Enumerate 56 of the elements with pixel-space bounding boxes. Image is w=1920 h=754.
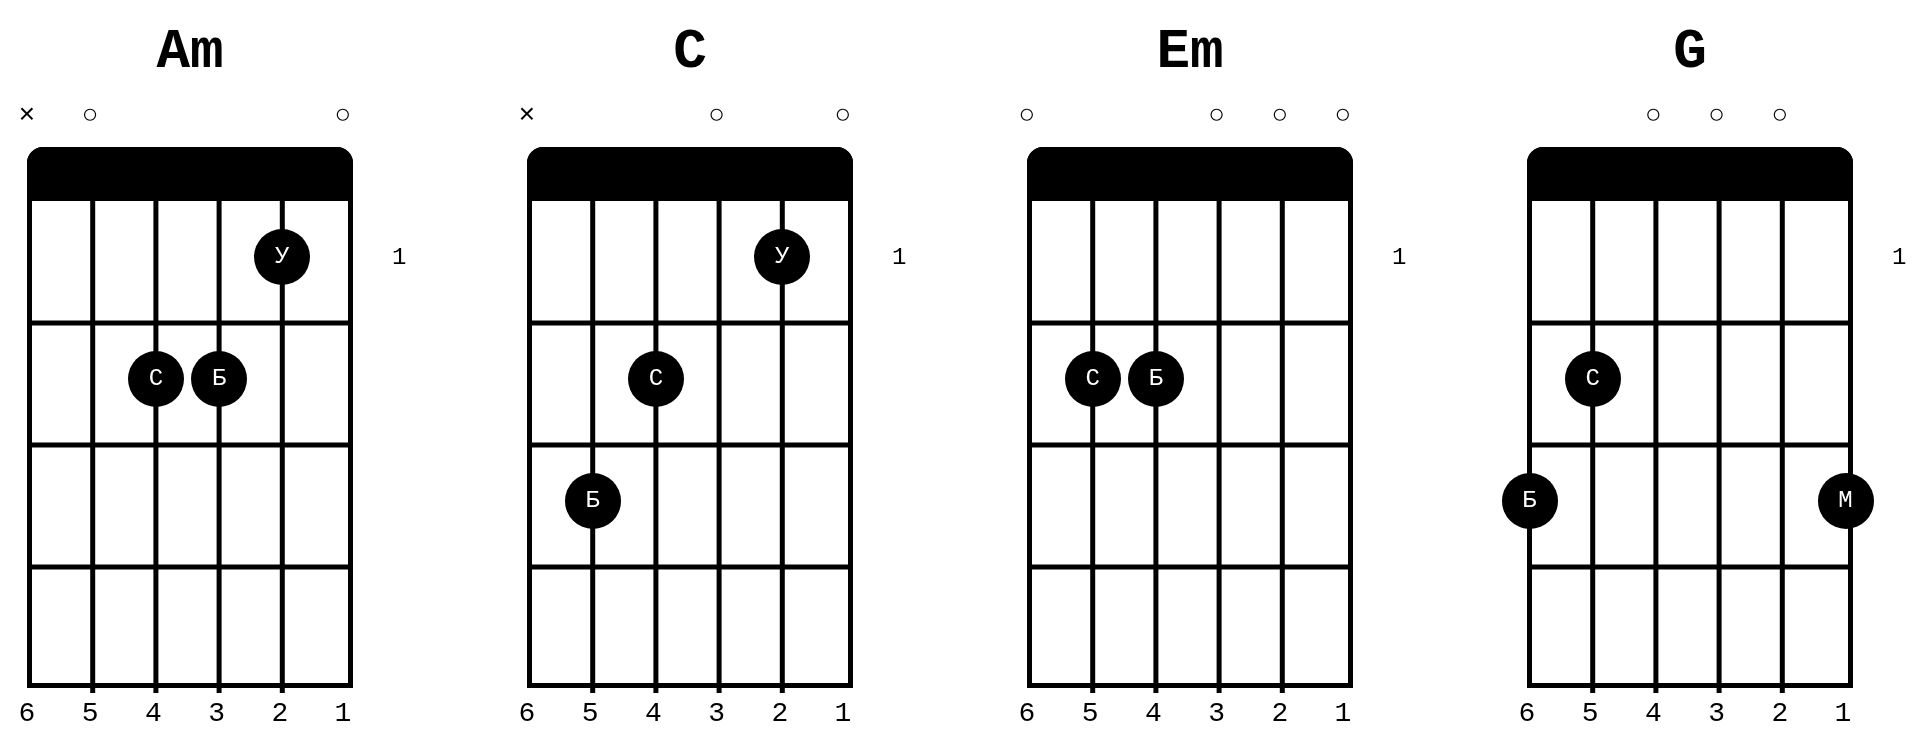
string-marker: ○ xyxy=(833,100,853,132)
fret-number: 1 xyxy=(1392,244,1407,272)
string-number: 2 xyxy=(770,698,790,730)
string-number: 2 xyxy=(1770,698,1790,730)
fret-number: 1 xyxy=(392,244,407,272)
string-number: 5 xyxy=(80,698,100,730)
chord-name: G xyxy=(1672,19,1708,86)
string-number: 4 xyxy=(144,698,163,730)
fret-number: 1 xyxy=(892,244,907,272)
finger-dot: С xyxy=(1564,351,1621,407)
string-number: 2 xyxy=(1270,698,1290,730)
finger-dot: Б xyxy=(1127,351,1184,407)
string-number: 1 xyxy=(333,698,353,730)
chord-name: C xyxy=(672,19,708,86)
finger-dot: М xyxy=(1817,473,1874,529)
string-number: 1 xyxy=(1833,698,1853,730)
string-number: 1 xyxy=(833,698,853,730)
string-marker: ○ xyxy=(80,100,100,132)
finger-dot: Б xyxy=(191,351,248,407)
string-number: 4 xyxy=(1644,698,1663,730)
string-marker: × xyxy=(17,100,37,132)
string-number: 3 xyxy=(1207,698,1226,730)
string-marker: ○ xyxy=(1270,100,1290,132)
finger-dot: С xyxy=(627,351,684,407)
string-marker: ○ xyxy=(1017,100,1037,132)
string-number: 3 xyxy=(707,698,726,730)
chord-name: Am xyxy=(155,19,225,86)
string-number: 6 xyxy=(1517,698,1537,730)
finger-dot: У xyxy=(254,229,311,285)
chord-name: Em xyxy=(1155,19,1225,86)
string-number: 5 xyxy=(1580,698,1600,730)
finger-dot: Б xyxy=(1501,473,1558,529)
string-number: 4 xyxy=(1144,698,1163,730)
string-marker: ○ xyxy=(1707,100,1726,132)
string-number: 3 xyxy=(207,698,226,730)
string-marker: ○ xyxy=(1207,100,1226,132)
string-marker: × xyxy=(517,100,537,132)
finger-dot: У xyxy=(754,229,811,285)
string-number: 6 xyxy=(17,698,37,730)
finger-dot: С xyxy=(1064,351,1121,407)
string-number: 1 xyxy=(1333,698,1353,730)
string-number: 6 xyxy=(517,698,537,730)
string-marker: ○ xyxy=(1333,100,1353,132)
string-number: 4 xyxy=(644,698,663,730)
string-number: 2 xyxy=(270,698,290,730)
finger-dot: С xyxy=(127,351,184,407)
finger-dot: Б xyxy=(564,473,621,529)
string-number: 5 xyxy=(580,698,600,730)
fret-number: 1 xyxy=(1892,244,1907,272)
string-marker: ○ xyxy=(1644,100,1663,132)
string-number: 3 xyxy=(1707,698,1726,730)
string-marker: ○ xyxy=(333,100,353,132)
string-number: 6 xyxy=(1017,698,1037,730)
string-marker: ○ xyxy=(707,100,726,132)
string-marker: ○ xyxy=(1770,100,1790,132)
string-number: 5 xyxy=(1080,698,1100,730)
